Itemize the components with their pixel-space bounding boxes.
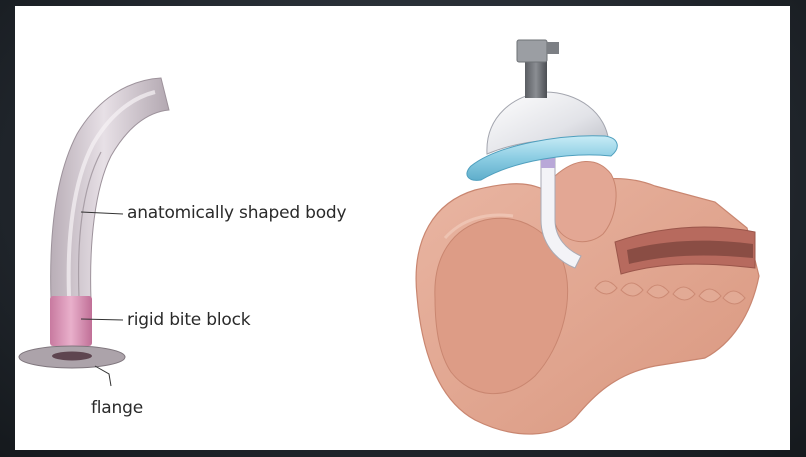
connector-port — [547, 42, 559, 54]
label-flange: flange — [91, 398, 143, 418]
oropharyngeal-airway — [19, 78, 169, 386]
connector-cap — [517, 40, 547, 62]
bite-block-shape — [50, 296, 92, 346]
epiglottis — [550, 161, 616, 241]
airway-diagram — [15, 6, 790, 450]
connector-stem — [525, 58, 547, 98]
flange-leader-line — [95, 366, 111, 386]
flange-opening — [52, 352, 92, 361]
label-rigid-bite-block: rigid bite block — [127, 310, 250, 330]
slide-panel: anatomically shaped body rigid bite bloc… — [15, 6, 790, 450]
anatomy-cross-section — [416, 40, 759, 434]
label-anatomically-shaped-body: anatomically shaped body — [127, 203, 346, 223]
